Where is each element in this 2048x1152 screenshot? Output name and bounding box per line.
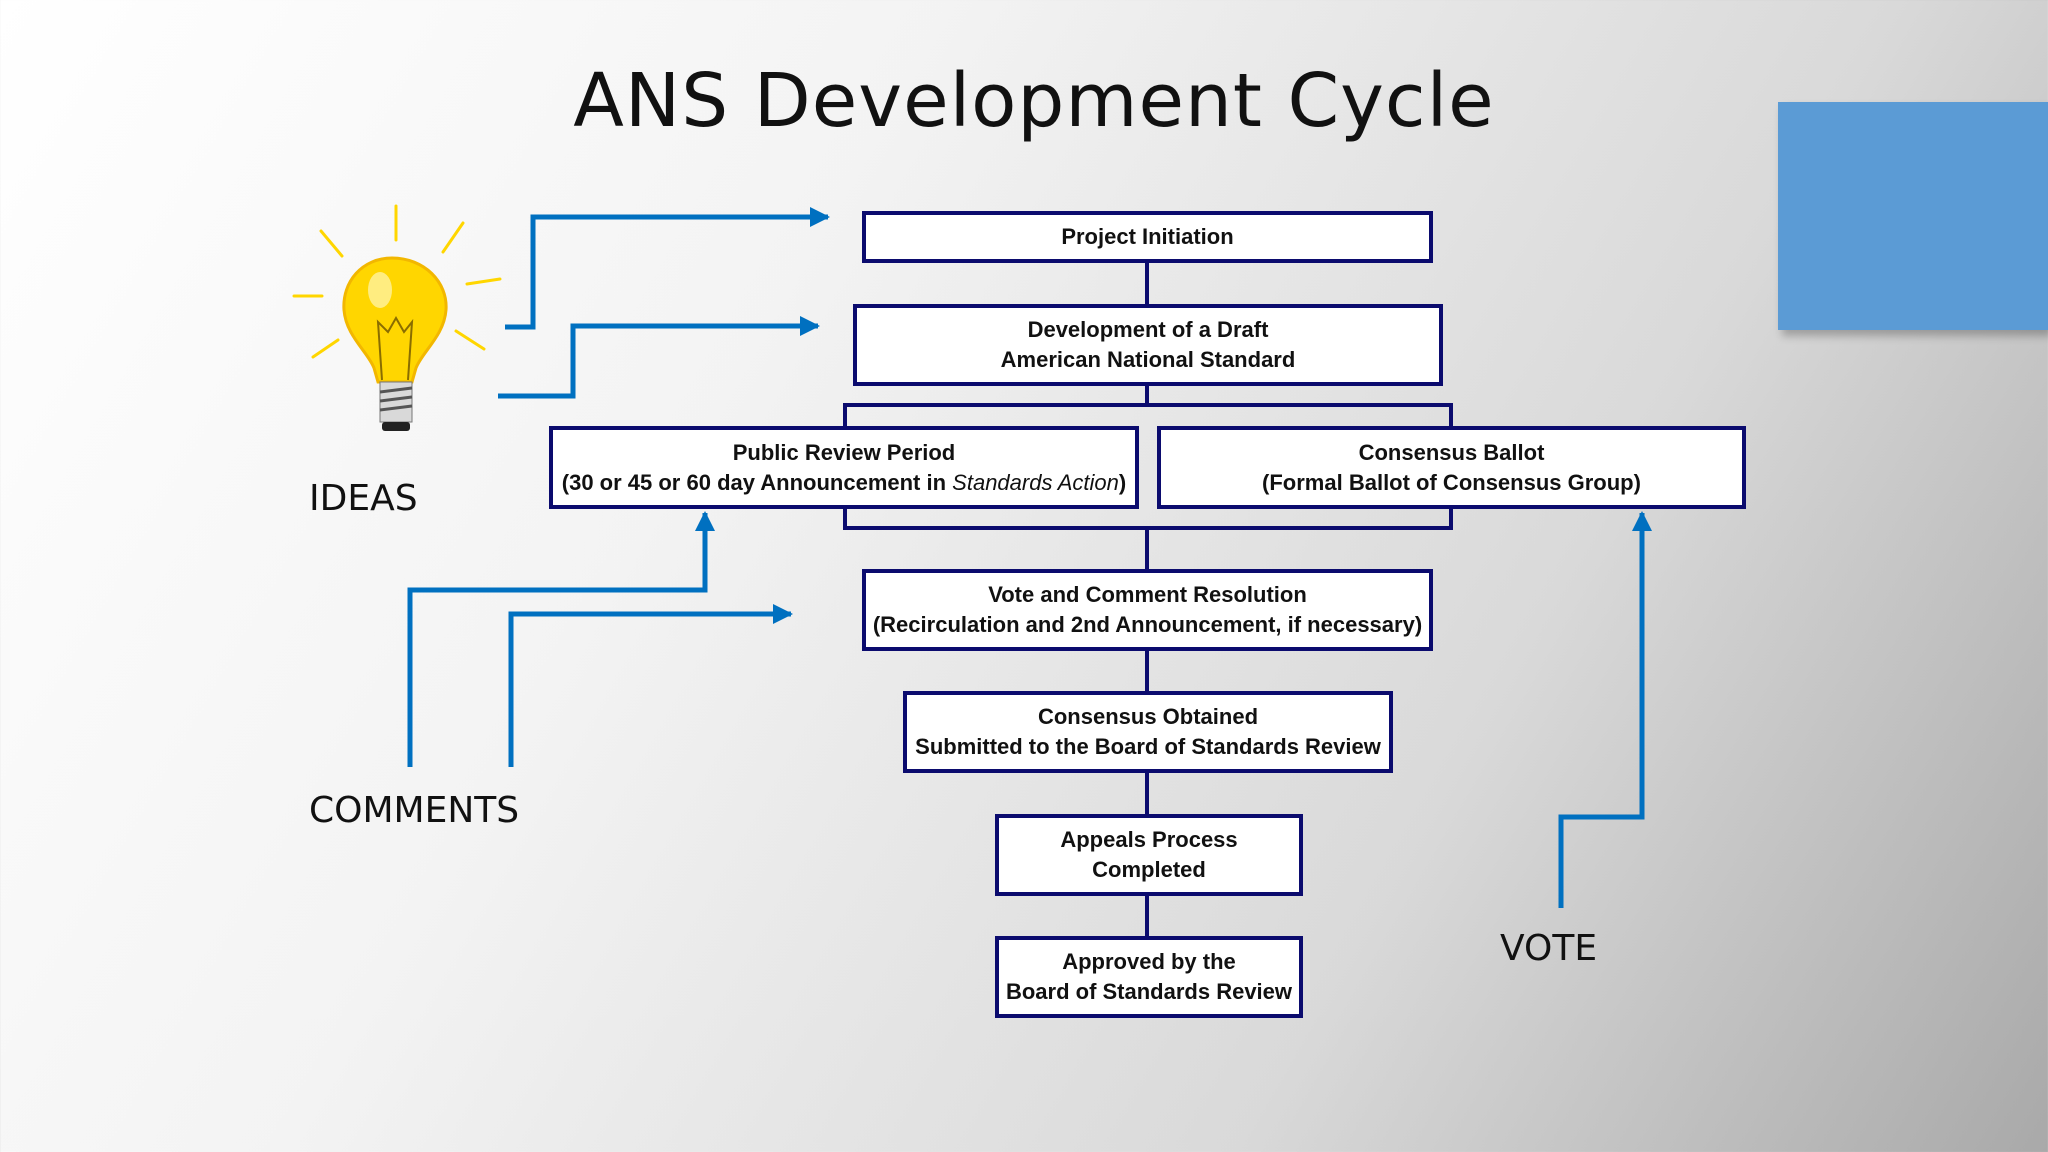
consensus-obtained-line-2: Submitted to the Board of Standards Revi… <box>915 734 1381 759</box>
approved-line-1: Approved by the <box>1062 949 1236 974</box>
ideas-label: IDEAS <box>309 478 418 519</box>
public-review-line-1: Public Review Period <box>732 439 956 465</box>
lightbulb-icon <box>292 204 502 431</box>
consensus-obtained-box: Consensus Obtained Submitted to the Boar… <box>903 691 1393 773</box>
standards-action-title: Standards Action <box>952 469 1119 495</box>
appeals-line-2: Completed <box>1092 857 1206 882</box>
consensus-obtained-line-1: Consensus Obtained <box>1037 704 1259 729</box>
ideas-arrow-to-draft <box>498 316 820 399</box>
project-initiation-box: Project Initiation <box>862 211 1433 263</box>
vote-resolution-line-1: Vote and Comment Resolution <box>988 582 1307 607</box>
vote-arrow-to-ballot <box>1558 511 1652 908</box>
comments-label: COMMENTS <box>309 790 520 831</box>
accent-square <box>1778 102 2048 330</box>
approved-line-2: Board of Standards Review <box>1005 979 1293 1004</box>
appeals-line-1: Appeals Process <box>1060 827 1238 852</box>
vote-resolution-line-2: (Recirculation and 2nd Announcement, if … <box>872 612 1423 637</box>
public-review-line-2-post: ) <box>1118 469 1127 495</box>
vote-resolution-box: Vote and Comment Resolution (Recirculati… <box>862 569 1433 651</box>
appeals-box: Appeals Process Completed <box>995 814 1303 896</box>
slide-title: ANS Development Cycle <box>573 58 1495 144</box>
consensus-ballot-line-1: Consensus Ballot <box>1358 439 1545 465</box>
draft-line-2: American National Standard <box>1000 347 1296 372</box>
public-review-line-2: (30 or 45 or 60 day Announcement in Stan… <box>562 468 1126 498</box>
public-review-box: Public Review Period (30 or 45 or 60 day… <box>549 426 1139 509</box>
comments-arrow-to-public-review <box>407 511 715 767</box>
approved-box: Approved by the Board of Standards Revie… <box>995 936 1303 1018</box>
consensus-ballot-box: Consensus Ballot (Formal Ballot of Conse… <box>1157 426 1746 509</box>
consensus-ballot-line-2: (Formal Ballot of Consensus Group) <box>1262 469 1641 495</box>
draft-standard-box: Development of a Draft American National… <box>853 304 1443 386</box>
ideas-arrow-to-initiation <box>505 207 830 330</box>
project-initiation-text: Project Initiation <box>1061 224 1234 249</box>
vote-label: VOTE <box>1500 928 1598 969</box>
flow-connectors <box>843 262 1453 937</box>
draft-line-1: Development of a Draft <box>1027 317 1269 342</box>
comments-arrow-to-resolution <box>508 604 793 767</box>
public-review-line-2-pre: (30 or 45 or 60 day Announcement in <box>561 469 953 495</box>
